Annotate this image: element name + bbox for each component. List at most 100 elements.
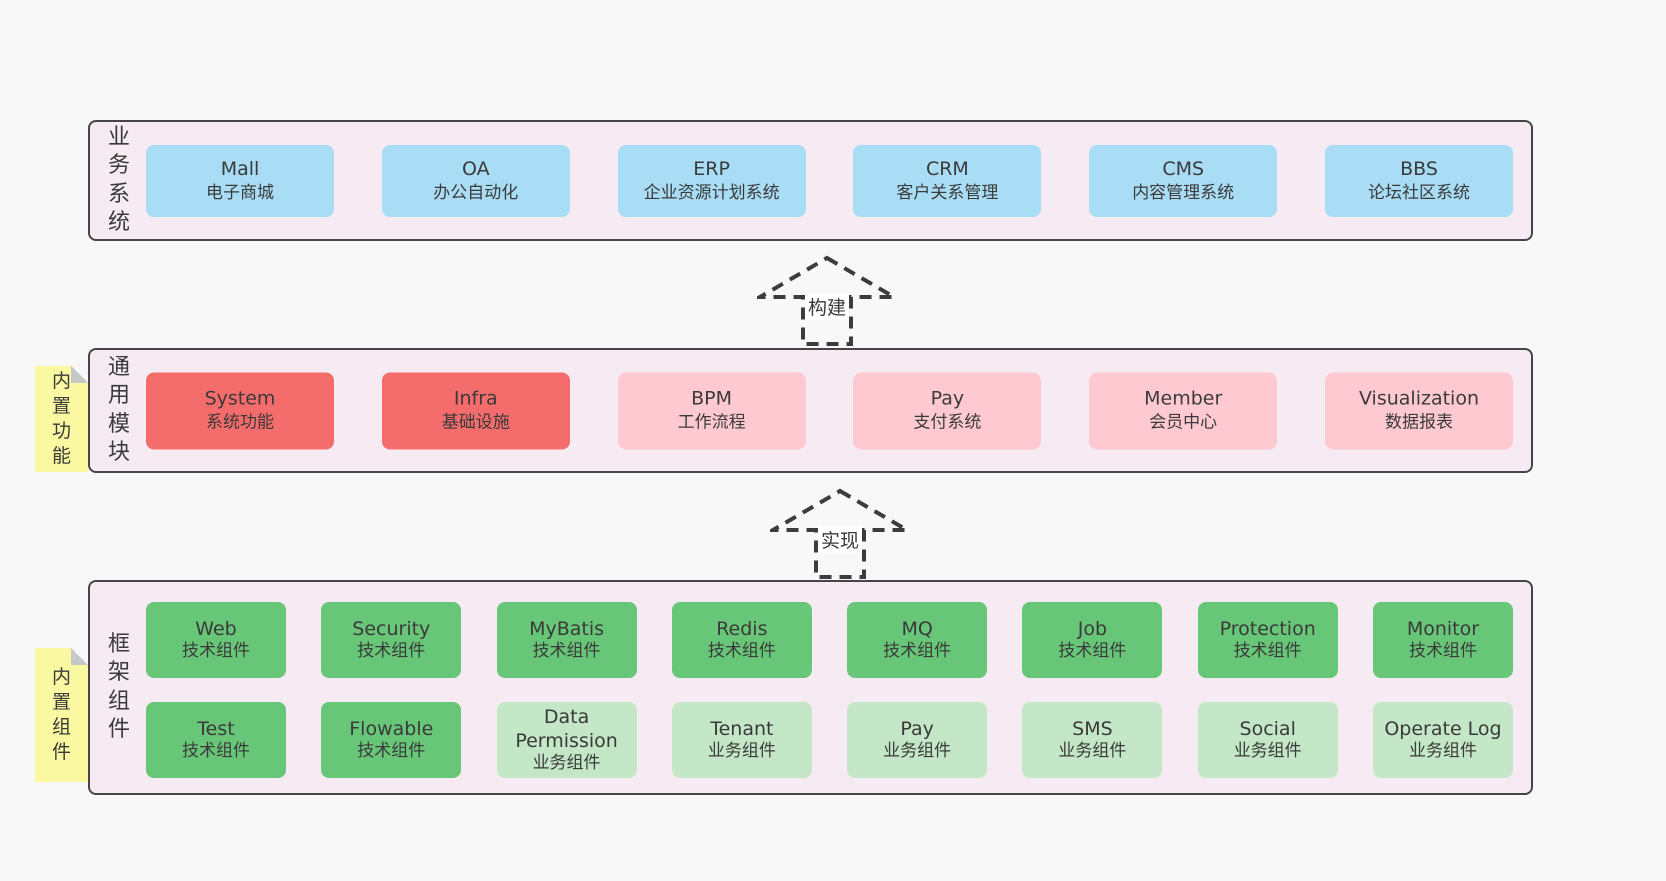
box-system: System 系统功能 [146, 372, 334, 449]
box-crm-name: CRM [925, 157, 969, 180]
box-visualization-desc: 数据报表 [1384, 412, 1453, 433]
box-bpm-name: BPM [691, 387, 733, 410]
box-flowable: Flowable 技术组件 [321, 702, 462, 778]
box-web-desc: 技术组件 [182, 641, 250, 662]
box-protection: Protection 技术组件 [1197, 602, 1338, 678]
box-crm: CRM 客户关系管理 [853, 144, 1042, 217]
box-cms-name: CMS [1162, 157, 1205, 180]
box-visualization-name: Visualization [1358, 387, 1479, 410]
box-social-name: Social [1239, 718, 1296, 741]
box-pay-module-desc: 支付系统 [913, 412, 982, 433]
box-operate-log: Operate Log 业务组件 [1372, 702, 1513, 778]
box-job-name: Job [1077, 618, 1108, 641]
box-mq: MQ 技术组件 [847, 602, 988, 678]
box-system-desc: 系统功能 [206, 412, 274, 433]
box-bpm-desc: 工作流程 [677, 412, 746, 433]
box-visualization: Visualization 数据报表 [1324, 372, 1513, 449]
box-tenant-name: Tenant [710, 718, 774, 741]
builtin-features-note: 内置功能 [35, 366, 88, 472]
box-data-permission-name: Data Permission [515, 706, 618, 752]
box-protection-name: Protection [1219, 618, 1316, 641]
box-erp-desc: 企业资源计划系统 [643, 182, 780, 203]
framework-components-panel: 框架组件 Web 技术组件 Security 技术组件 MyBatis 技术组件… [88, 580, 1533, 795]
note-fold-corner-icon [71, 648, 88, 665]
box-member-desc: 会员中心 [1149, 412, 1218, 433]
box-cms-desc: 内容管理系统 [1132, 182, 1235, 203]
box-test: Test 技术组件 [146, 702, 286, 778]
builtin-components-note: 内置组件 [35, 648, 88, 782]
box-redis-name: Redis [716, 618, 768, 641]
business-systems-label: 业务系统 [107, 124, 130, 236]
box-bbs: BBS 论坛社区系统 [1324, 144, 1513, 217]
framework-box-row-1: Web 技术组件 Security 技术组件 MyBatis 技术组件 Redi… [146, 602, 1513, 678]
box-erp: ERP 企业资源计划系统 [617, 144, 806, 217]
note-fold-corner-icon [71, 366, 88, 383]
box-flowable-desc: 技术组件 [357, 741, 426, 762]
box-bbs-name: BBS [1400, 157, 1438, 180]
box-mybatis-name: MyBatis [529, 618, 605, 641]
business-systems-panel: 业务系统 Mall 电子商城 OA 办公自动化 ERP 企业资源计划系统 CRM… [88, 120, 1533, 241]
box-test-desc: 技术组件 [182, 741, 250, 762]
box-crm-desc: 客户关系管理 [896, 182, 999, 203]
box-sms: SMS 业务组件 [1022, 702, 1163, 778]
build-arrow: 构建 [757, 255, 897, 347]
box-data-permission: Data Permission 业务组件 [496, 702, 637, 778]
box-social: Social 业务组件 [1197, 702, 1338, 778]
box-job-desc: 技术组件 [1058, 641, 1127, 662]
builtin-components-note-text: 内置组件 [51, 665, 71, 764]
business-box-row: Mall 电子商城 OA 办公自动化 ERP 企业资源计划系统 CRM 客户关系… [146, 144, 1513, 217]
box-member: Member 会员中心 [1089, 372, 1278, 449]
box-oa-name: OA [461, 157, 490, 180]
box-infra-desc: 基础设施 [441, 412, 510, 433]
box-mq-name: MQ [901, 618, 933, 641]
box-mybatis-desc: 技术组件 [532, 641, 601, 662]
box-infra-name: Infra [453, 387, 498, 410]
box-security-name: Security [352, 618, 431, 641]
box-infra: Infra 基础设施 [381, 372, 570, 449]
box-social-desc: 业务组件 [1233, 741, 1302, 762]
box-operate-log-name: Operate Log [1384, 718, 1502, 741]
box-redis-desc: 技术组件 [707, 641, 776, 662]
builtin-features-note-text: 内置功能 [51, 369, 71, 468]
box-job: Job 技术组件 [1022, 602, 1163, 678]
box-tenant: Tenant 业务组件 [671, 702, 812, 778]
box-mall: Mall 电子商城 [146, 144, 334, 217]
common-box-row: System 系统功能 Infra 基础设施 BPM 工作流程 Pay 支付系统… [146, 372, 1513, 449]
box-security: Security 技术组件 [321, 602, 462, 678]
implement-arrow: 实现 [770, 488, 910, 580]
box-tenant-desc: 业务组件 [707, 741, 776, 762]
box-erp-name: ERP [693, 157, 730, 180]
box-redis: Redis 技术组件 [671, 602, 812, 678]
box-oa-desc: 办公自动化 [433, 182, 519, 203]
box-cms: CMS 内容管理系统 [1089, 144, 1278, 217]
box-operate-log-desc: 业务组件 [1408, 741, 1477, 762]
box-mq-desc: 技术组件 [883, 641, 952, 662]
box-bpm: BPM 工作流程 [617, 372, 806, 449]
box-pay-module-name: Pay [930, 387, 965, 410]
framework-box-row-2: Test 技术组件 Flowable 技术组件 Data Permission … [146, 702, 1513, 778]
box-mall-desc: 电子商城 [206, 182, 274, 203]
box-mybatis: MyBatis 技术组件 [496, 602, 637, 678]
box-flowable-name: Flowable [349, 718, 434, 741]
box-monitor: Monitor 技术组件 [1372, 602, 1513, 678]
box-system-name: System [204, 387, 276, 410]
box-pay-component: Pay 业务组件 [847, 702, 988, 778]
box-pay-module: Pay 支付系统 [853, 372, 1042, 449]
build-arrow-label: 构建 [804, 293, 850, 320]
box-protection-desc: 技术组件 [1233, 641, 1302, 662]
box-security-desc: 技术组件 [357, 641, 426, 662]
box-member-name: Member [1144, 387, 1223, 410]
box-web: Web 技术组件 [146, 602, 286, 678]
box-test-name: Test [197, 718, 235, 741]
box-web-name: Web [195, 618, 237, 641]
box-bbs-desc: 论坛社区系统 [1367, 182, 1470, 203]
box-mall-name: Mall [220, 157, 260, 180]
box-pay-component-desc: 业务组件 [883, 741, 952, 762]
box-monitor-name: Monitor [1406, 618, 1480, 641]
common-modules-label: 通用模块 [107, 354, 130, 466]
framework-components-label: 框架组件 [107, 631, 130, 743]
box-data-permission-desc: 业务组件 [532, 752, 601, 773]
implement-arrow-label: 实现 [817, 526, 863, 553]
box-sms-desc: 业务组件 [1058, 741, 1127, 762]
box-pay-component-name: Pay [900, 718, 934, 741]
